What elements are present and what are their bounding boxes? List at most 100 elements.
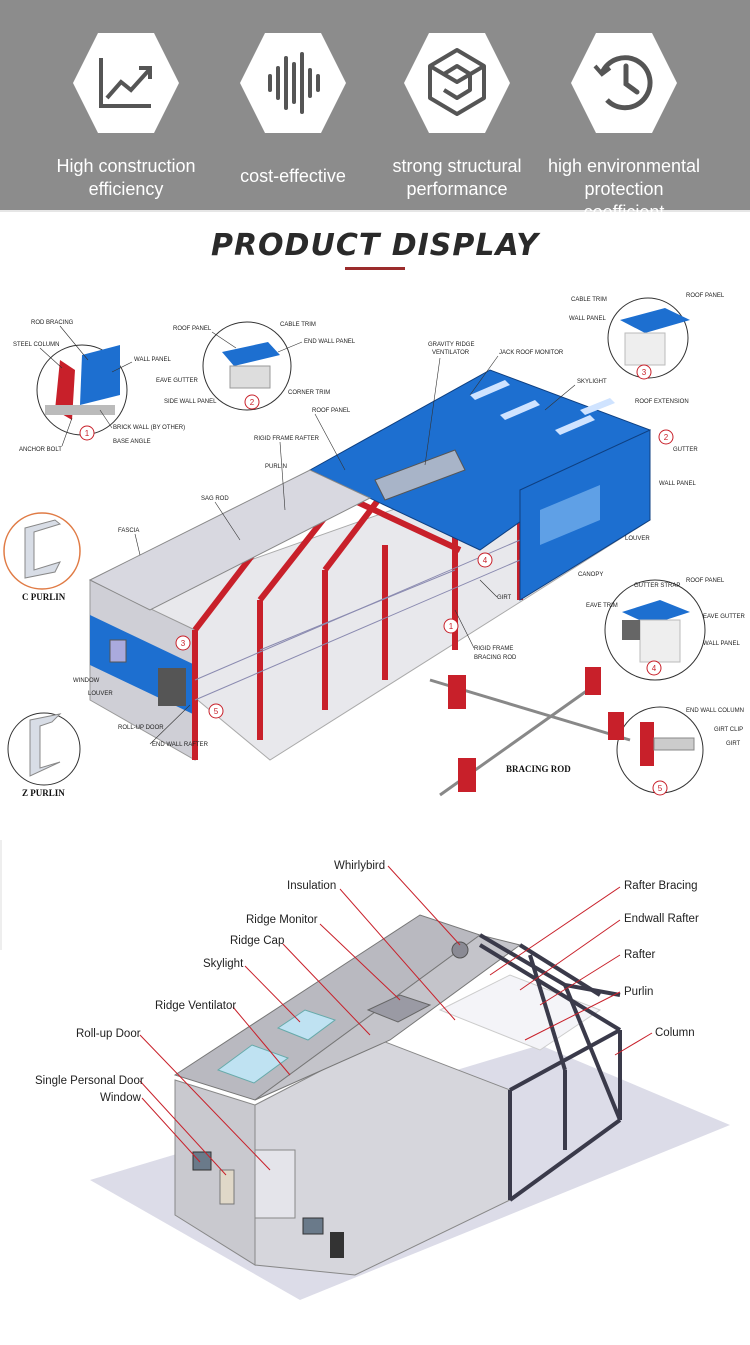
label-anchor-bolt: ANCHOR BOLT (19, 447, 62, 453)
label-jack-roof-monitor: JACK ROOF MONITOR (499, 350, 564, 356)
label-cable-trim: CABLE TRIM (280, 322, 316, 328)
window-shape (109, 639, 127, 663)
label-gravity-ridge: GRAVITY RIDGE (428, 342, 474, 348)
label-ridge-ventilator: Ridge Ventilator (155, 1000, 236, 1012)
label-roof-panel-d: ROOF PANEL (686, 578, 725, 584)
label-rigid-frame: RIGID FRAME (474, 646, 513, 652)
label-window: WINDOW (73, 678, 100, 684)
insulation-shape (438, 974, 602, 1051)
label-rafter-bracing: Rafter Bracing (624, 880, 698, 892)
label-gutter: GUTTER (673, 447, 698, 453)
gutter-detail-4 (622, 620, 640, 640)
label-ridge-cap: Ridge Cap (230, 935, 284, 947)
badge-3b: 3 (181, 639, 186, 648)
ridge-ventilator-shape (374, 449, 466, 501)
feature-label-line1: high environmental (547, 156, 701, 176)
badge-1b: 1 (449, 622, 454, 631)
feature-label-line2: efficiency (88, 179, 164, 199)
badge-2: 2 (250, 398, 255, 407)
label-end-wall-panel: END WALL PANEL (304, 339, 356, 345)
label-skylight: SKYLIGHT (577, 379, 607, 385)
badge-4: 4 (483, 556, 488, 565)
wall-panel-detail-3 (624, 332, 666, 366)
feature-cost-effective: cost-effective (213, 28, 373, 188)
label-steel-column: STEEL COLUMN (13, 342, 59, 348)
roof-panel-detail-3 (620, 308, 690, 333)
badge-3: 3 (642, 368, 647, 377)
label-end-wall-column: END WALL COLUMN (686, 708, 744, 714)
label-wall-panel-d: WALL PANEL (703, 641, 740, 647)
canopy-shape (540, 485, 600, 545)
skylight-shape-1 (216, 1044, 290, 1084)
label-cable-trim-b: CABLE TRIM (571, 297, 607, 303)
badge-1: 1 (85, 429, 90, 438)
title-underline (345, 267, 405, 270)
label-window: Window (100, 1092, 142, 1104)
sound-wave-icon (240, 33, 346, 133)
feature-structural-performance: strong structural performance (377, 28, 537, 201)
label-bracing-rod: BRACING ROD (474, 655, 517, 661)
feature-construction-efficiency: High construction efficiency (46, 28, 206, 201)
label-corner-trim: CORNER TRIM (288, 390, 330, 396)
c-purlin-shape (24, 519, 62, 579)
metal-building-diagram: Whirlybird Insulation Ridge Monitor Ridg… (35, 860, 730, 1300)
badge-5: 5 (214, 707, 219, 716)
window-shape-1 (192, 1151, 212, 1171)
label-bracing-rod-b: BRACING ROD (506, 764, 571, 774)
features-banner: High construction efficiency cost-effect… (0, 0, 750, 222)
bracing-rod-detail (429, 667, 631, 797)
label-z-purlin: Z PURLIN (22, 788, 65, 798)
skylight-shapes (470, 380, 615, 435)
label-roof-extension: ROOF EXTENSION (635, 399, 689, 405)
ridge-ventilator-shape (366, 994, 432, 1023)
line-chart-icon (73, 33, 179, 133)
label-roof-panel: ROOF PANEL (173, 326, 212, 332)
label-end-wall-rafter: END WALL RAFTER (152, 742, 209, 748)
steel-frame (478, 933, 622, 1202)
label-whirlybird: Whirlybird (334, 860, 385, 872)
label-roll-up-door: Roll-up Door (76, 1028, 141, 1040)
section-title: PRODUCT DISPLAY (210, 228, 540, 263)
label-girt: GIRT (497, 595, 512, 601)
label-insulation: Insulation (287, 880, 336, 892)
structure-cube-icon (404, 33, 510, 133)
feature-label-line1: cost-effective (240, 166, 346, 186)
label-ridge-monitor: Ridge Monitor (246, 914, 318, 926)
badge-2b: 2 (664, 433, 669, 442)
z-purlin-circle (7, 712, 81, 786)
label-rigid-frame-rafter: RIGID FRAME RAFTER (254, 436, 320, 442)
diagram1-labels: ROD BRACING STEEL COLUMN WALL PANEL BRIC… (13, 293, 746, 798)
label-side-wall-panel: SIDE WALL PANEL (164, 399, 217, 405)
edge-mark (0, 840, 2, 950)
feature-label-line2: protection coefficient (583, 179, 665, 222)
clock-icon (571, 33, 677, 133)
electrical-box (330, 1232, 344, 1258)
badge-4b: 4 (652, 664, 657, 673)
label-skylight: Skylight (203, 958, 244, 970)
feature-label-line2: performance (406, 179, 508, 199)
diagram2-labels: Whirlybird Insulation Ridge Monitor Ridg… (35, 860, 699, 1104)
label-girt-b: GIRT (726, 741, 741, 747)
label-girt-clip: GIRT CLIP (714, 727, 743, 733)
label-wall-panel-b: WALL PANEL (569, 316, 606, 322)
skylight-shape-2 (276, 1009, 337, 1041)
label-louver-b: LOUVER (88, 691, 113, 697)
whirlybird-shape (451, 941, 469, 959)
feature-label-line1: High construction (56, 156, 196, 176)
window-shape-2 (302, 1217, 324, 1235)
label-c-purlin: C PURLIN (22, 592, 66, 602)
label-wall-panel: WALL PANEL (134, 357, 171, 363)
label-louver: LOUVER (625, 536, 650, 542)
girt-detail (653, 737, 695, 751)
personal-door-shape (219, 1169, 235, 1205)
end-wall-column-detail (640, 722, 654, 766)
steel-building-diagram: 1 2 3 2 4 1 3 5 4 5 ROD BRACING STEEL CO… (3, 293, 746, 798)
label-eave-gutter-b: EAVE GUTTER (703, 614, 746, 620)
label-eave-gutter: EAVE GUTTER (156, 378, 199, 384)
label-rafter: Rafter (624, 949, 655, 961)
leader-lines-2 (139, 865, 653, 1176)
side-wall-detail (229, 365, 271, 389)
left-wall (174, 1079, 256, 1266)
label-wall-panel-c: WALL PANEL (659, 481, 696, 487)
label-canopy: CANOPY (578, 572, 603, 578)
